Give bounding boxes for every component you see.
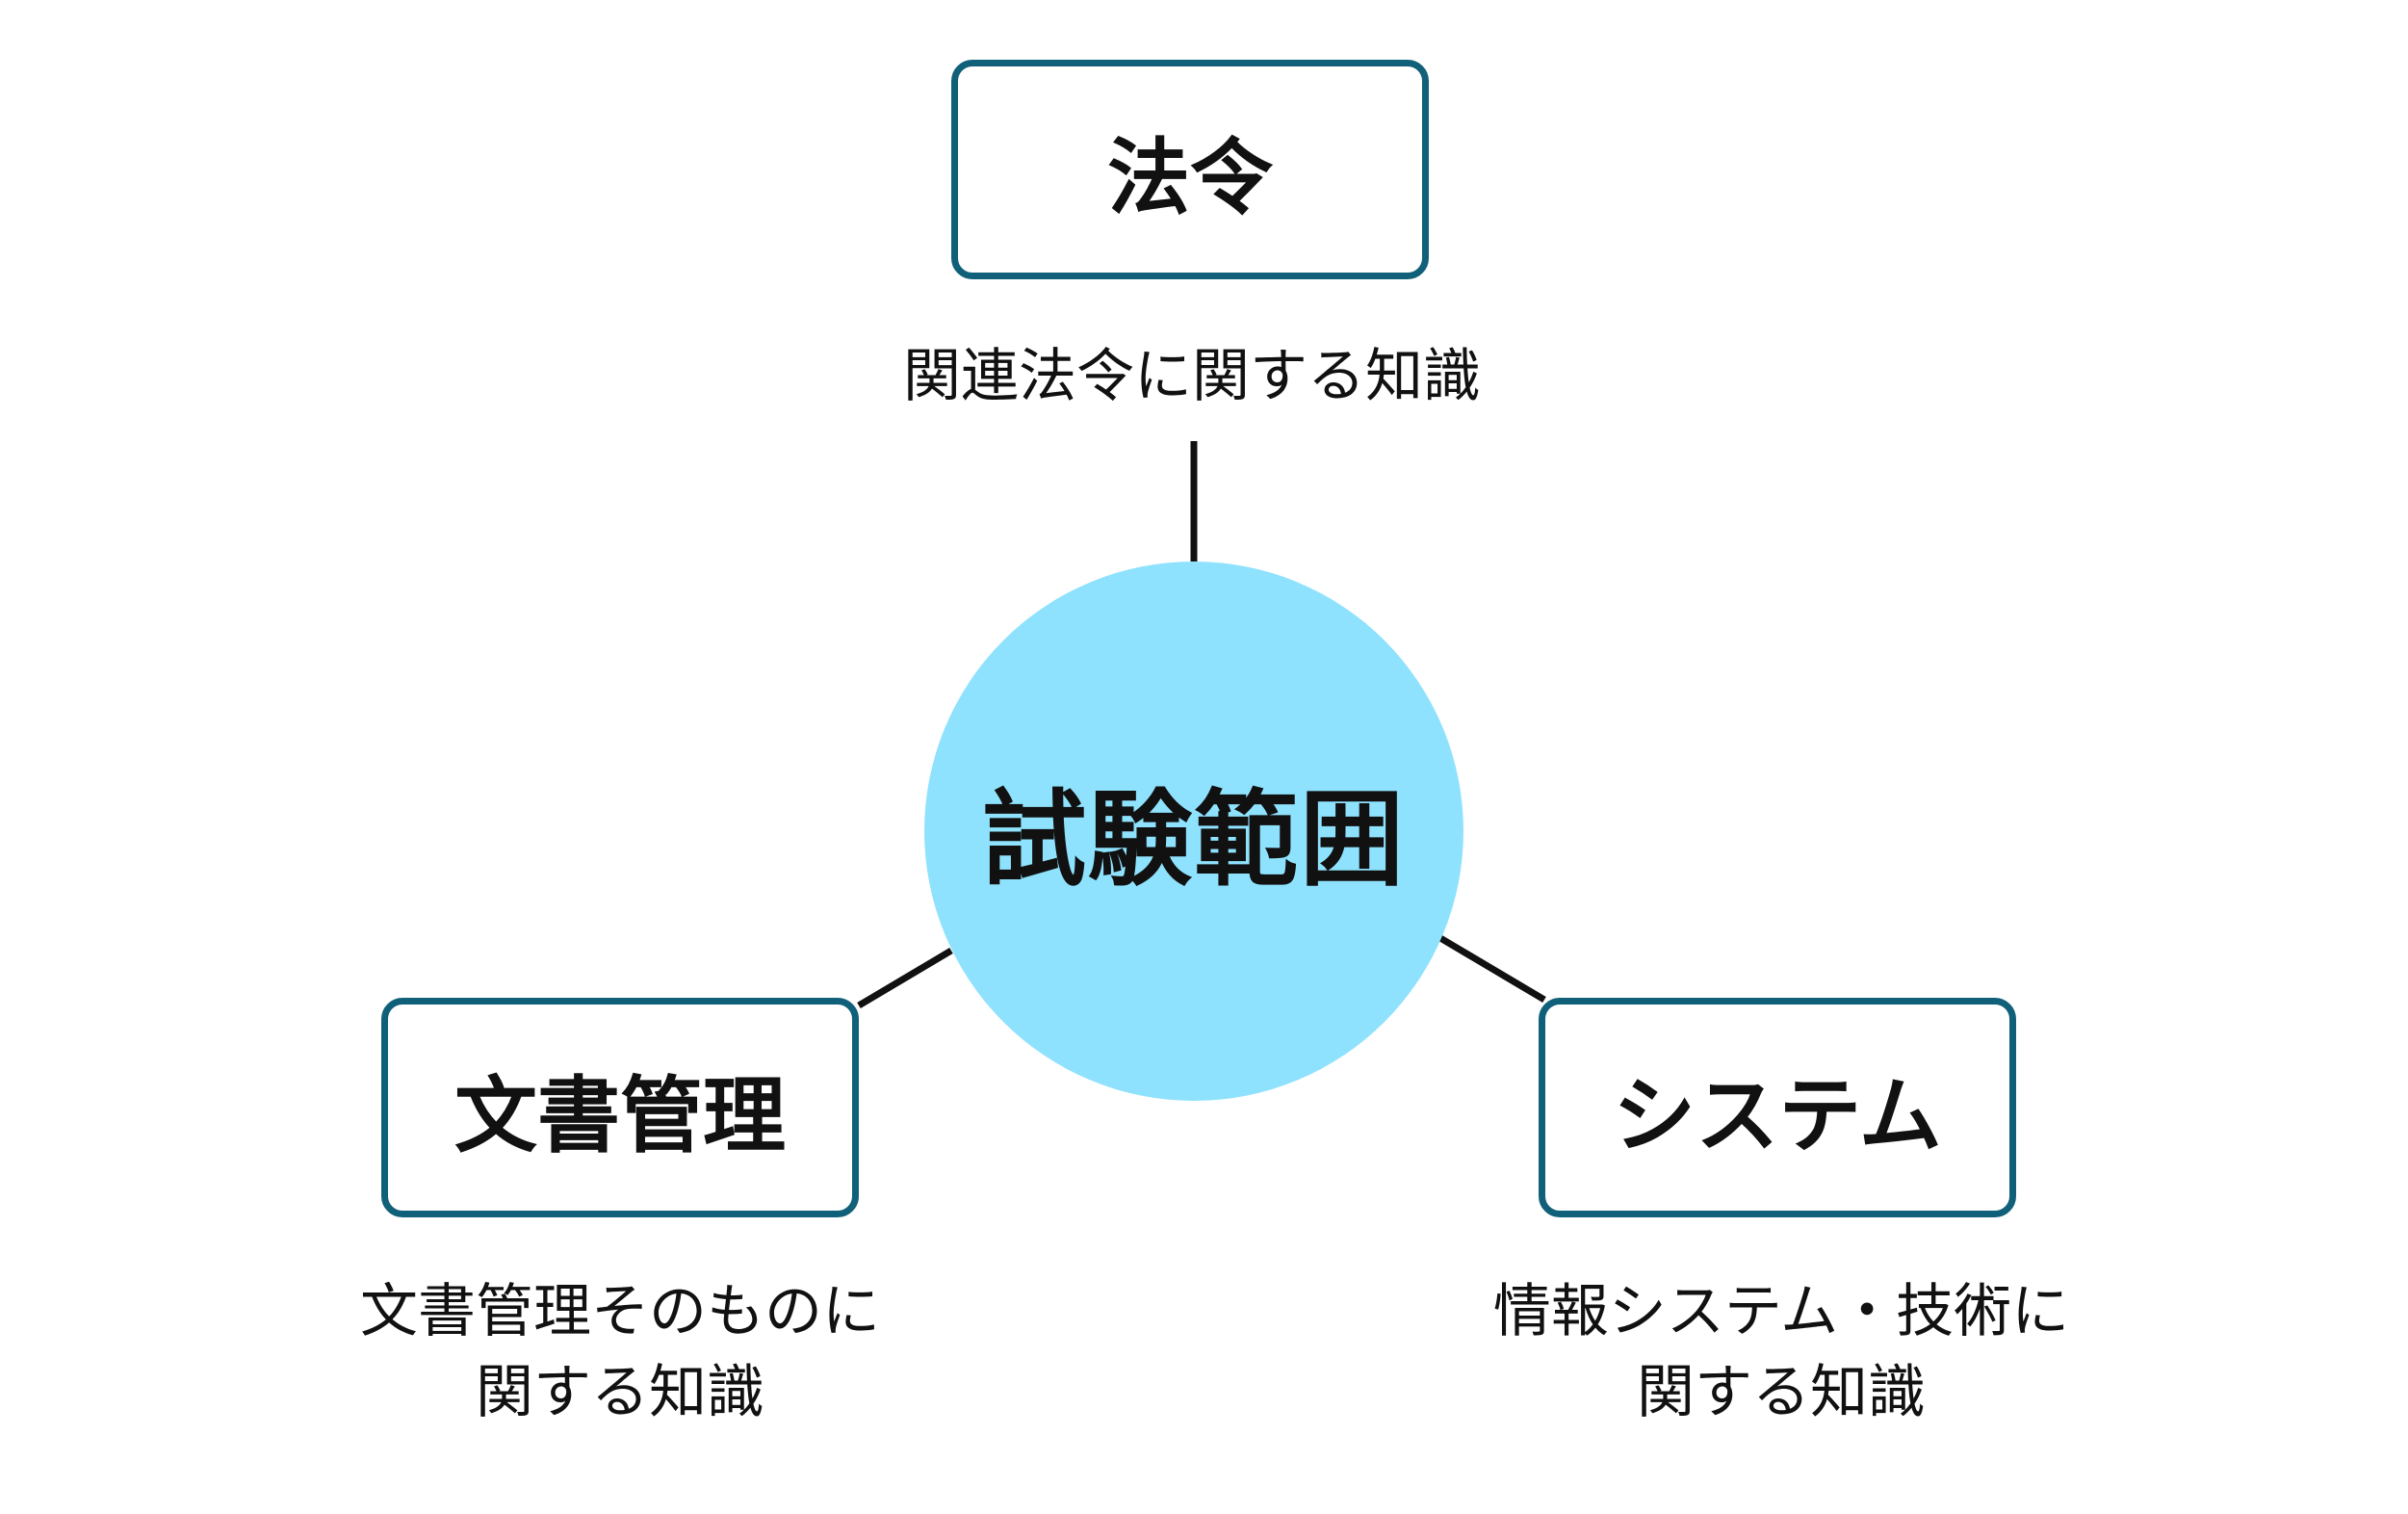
node-description-law: 関連法令に関する知識	[807, 336, 1577, 417]
node-label-document-management: 文書管理	[454, 1067, 786, 1164]
node-label-law: 法令	[1107, 129, 1273, 226]
node-box-document-management: 文書管理	[381, 998, 859, 1217]
connector-left	[857, 947, 953, 1009]
node-label-system: システム	[1613, 1067, 1942, 1164]
description-line: 関する知識	[476, 1359, 764, 1426]
center-topic-label: 試験範囲	[981, 780, 1406, 901]
node-description-document-management: 文書管理そのものに 関する知識	[283, 1271, 957, 1433]
description-line: 文書管理そのものに	[360, 1278, 880, 1345]
description-line: 関連法令に関する知識	[903, 343, 1481, 410]
center-topic-circle: 試験範囲	[924, 561, 1463, 1101]
connector-right	[1438, 934, 1546, 1004]
node-box-system: システム	[1539, 998, 2016, 1217]
description-line: 関する知識	[1637, 1359, 1926, 1426]
description-line: 情報システム・技術に	[1492, 1278, 2070, 1345]
node-description-system: 情報システム・技術に 関する知識	[1425, 1271, 2137, 1433]
node-box-law: 法令	[951, 60, 1429, 279]
